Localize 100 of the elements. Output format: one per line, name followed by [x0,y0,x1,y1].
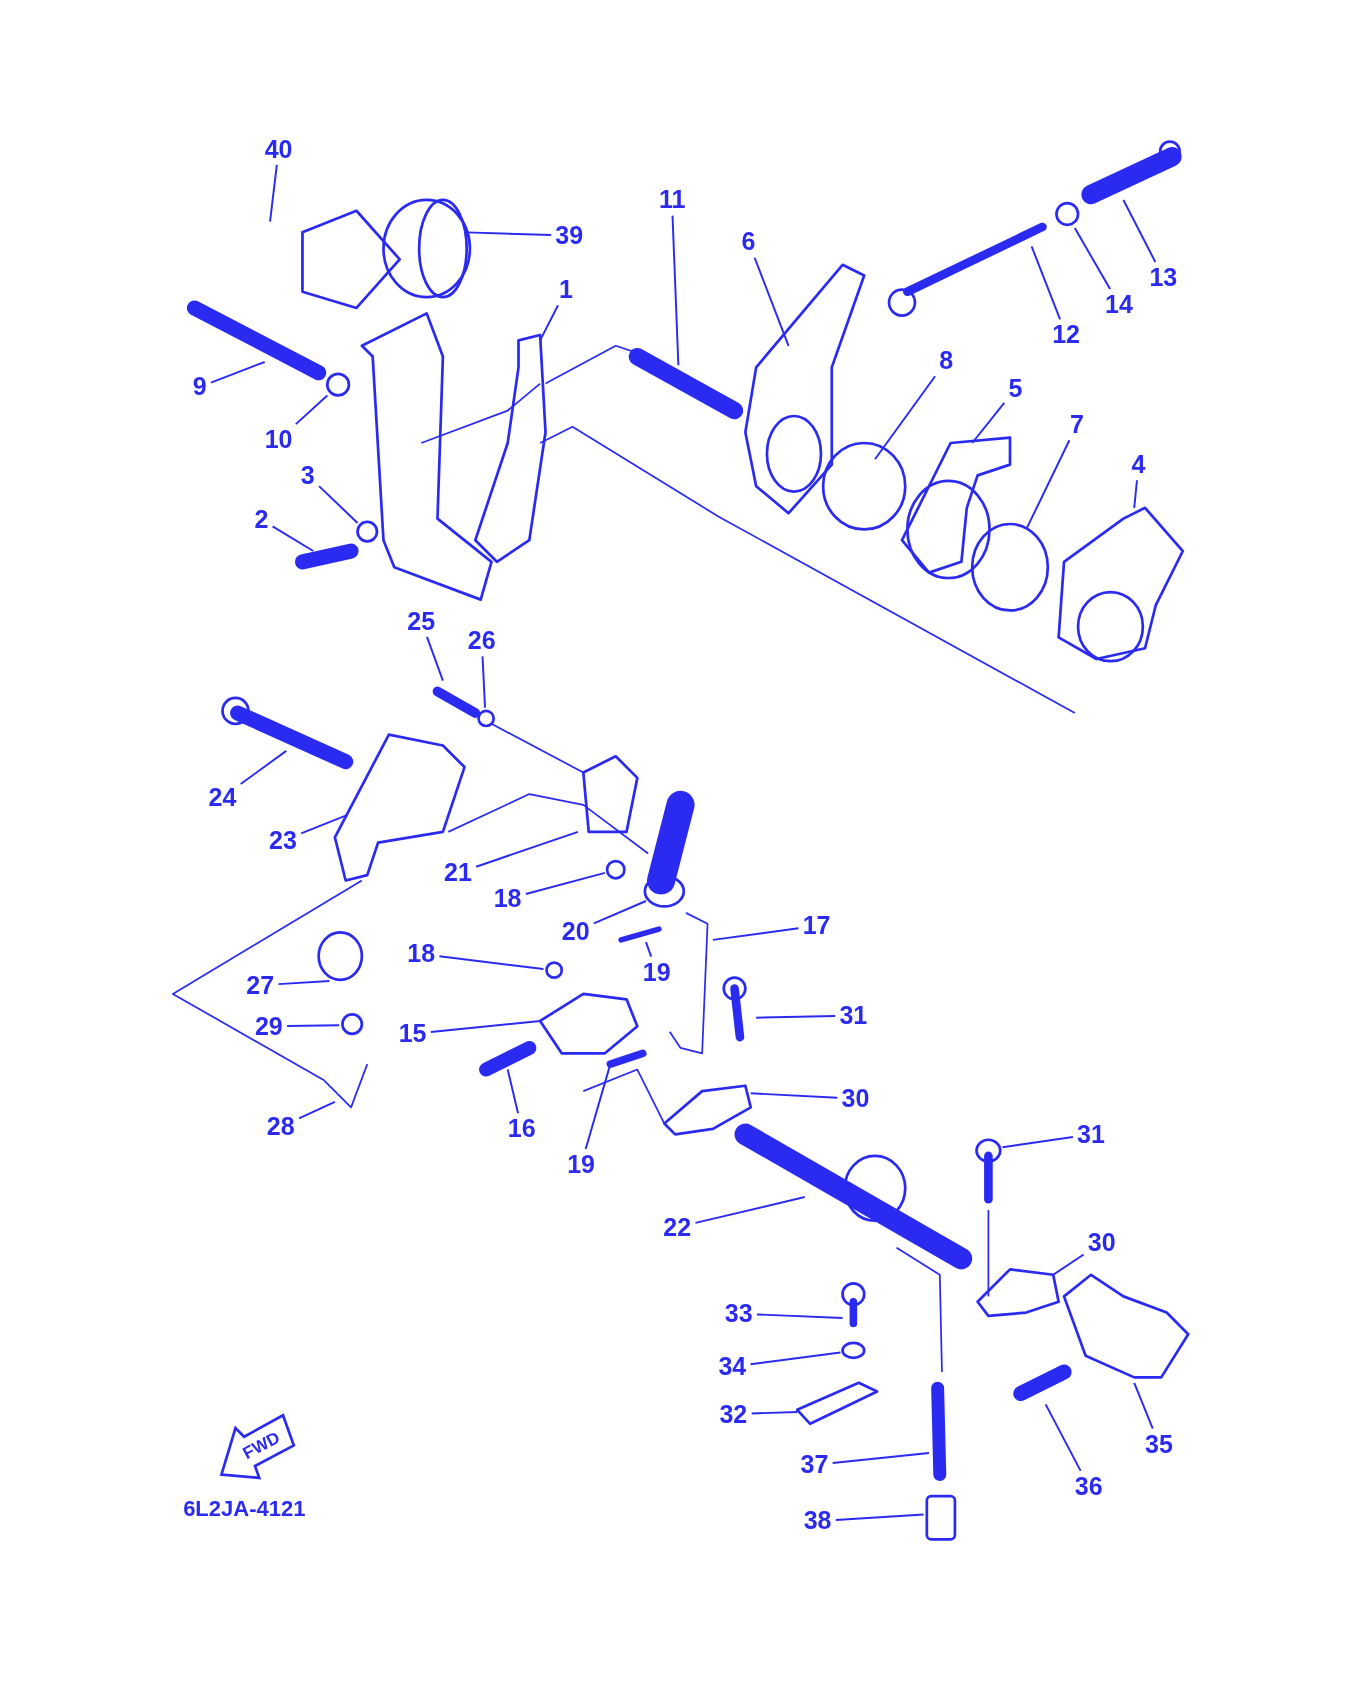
callout-number: 18 [491,885,524,913]
callout-number: 6 [739,228,758,256]
leader-line [318,485,359,524]
leader-line [753,256,790,347]
leader-line [465,231,553,236]
washer-drawing [477,709,495,728]
leader-line [524,871,606,895]
callout-number: 14 [1103,291,1135,319]
leader-line [239,749,288,786]
washer-drawing [325,372,351,397]
nut-drawing [341,1013,364,1036]
sleeve-drawing [925,1494,957,1541]
callout-number: 7 [1067,411,1086,438]
callout-number: 20 [559,917,592,945]
callout-number: 35 [1143,1430,1175,1458]
callout-number: 34 [716,1352,749,1380]
leader-line [1133,1381,1154,1430]
leader-line [694,1196,806,1224]
leader-line [506,1068,519,1115]
callout-number: 40 [262,135,295,163]
callout-number: 25 [405,607,438,635]
callout-number: 27 [244,971,277,999]
leader-line [749,1351,842,1366]
callout-number: 29 [252,1012,285,1040]
leader-line [749,1092,839,1099]
callout-number: 31 [837,1001,870,1029]
callout-number: 3 [298,461,317,489]
leader-line [712,927,800,941]
leader-line [426,635,444,682]
leader-line [475,830,579,868]
callout-number: 15 [396,1020,429,1048]
callout-number: 32 [717,1400,750,1428]
fwd-text: FWD [238,1426,284,1464]
callout-number: 13 [1147,264,1180,292]
leader-line [294,394,329,426]
leader-line [1044,1403,1082,1472]
callout-number: 10 [262,426,295,454]
leader-line [1133,479,1138,509]
bolt-head-drawing [975,1138,1002,1163]
leader-line [1052,1253,1085,1276]
leader-line [971,401,1006,444]
leader-line [481,655,486,709]
callout-number: 22 [661,1213,694,1241]
callout-number: 17 [800,912,833,940]
leader-line [269,163,278,223]
leader-line [645,941,653,958]
leader-line [834,1513,925,1521]
callout-number: 19 [565,1150,597,1178]
leader-line [298,1100,336,1120]
callout-number: 39 [553,222,586,249]
bushing-drawing [643,874,686,908]
callout-number: 18 [405,940,438,968]
callout-number: 4 [1129,451,1148,478]
washer-drawing [545,961,564,980]
nut-drawing [356,520,379,543]
leader-line [831,1452,930,1464]
leader-line [592,900,647,925]
leader-line [210,361,266,384]
callout-number: 30 [839,1085,872,1113]
callout-number: 26 [465,627,498,655]
nut-drawing [1055,201,1080,227]
leader-line [539,304,559,342]
leader-line [756,1313,844,1319]
leader-line [300,814,347,835]
leader-line [286,1024,341,1027]
leader-line [750,1411,799,1415]
callout-number: 38 [801,1507,834,1535]
callout-number: 37 [798,1451,831,1479]
leader-line [271,525,315,552]
callout-number: 21 [442,859,474,887]
callout-number: 8 [937,347,956,375]
callout-number: 5 [1006,375,1025,403]
callout-number: 11 [656,186,688,214]
part-code: 6L2JA-4121 [182,1497,307,1522]
leader-line [277,980,331,986]
callout-number: 36 [1072,1472,1105,1500]
leader-line [1025,439,1071,531]
callout-number: 12 [1050,321,1082,349]
leader-line [438,955,545,971]
callout-number: 23 [267,826,299,854]
leader-line [1001,1136,1074,1149]
leader-line [874,375,937,461]
leader-line [429,1019,542,1033]
callout-number: 19 [640,958,673,986]
callout-number: 30 [1085,1228,1118,1256]
callout-number: 16 [505,1115,538,1143]
callout-number: 31 [1075,1120,1107,1148]
callout-number: 33 [722,1300,755,1328]
leader-line [1030,245,1062,321]
leader-line [1122,199,1157,264]
leader-line [671,214,680,367]
washer-drawing [605,859,626,880]
callout-number: 1 [557,276,575,303]
callout-number: 2 [252,506,271,534]
leader-line [755,1014,837,1019]
callout-number: 9 [190,373,209,401]
callout-number: 28 [264,1113,297,1141]
callout-number: 24 [206,783,239,811]
leader-line [1073,227,1112,291]
washer-drawing [841,1341,866,1360]
